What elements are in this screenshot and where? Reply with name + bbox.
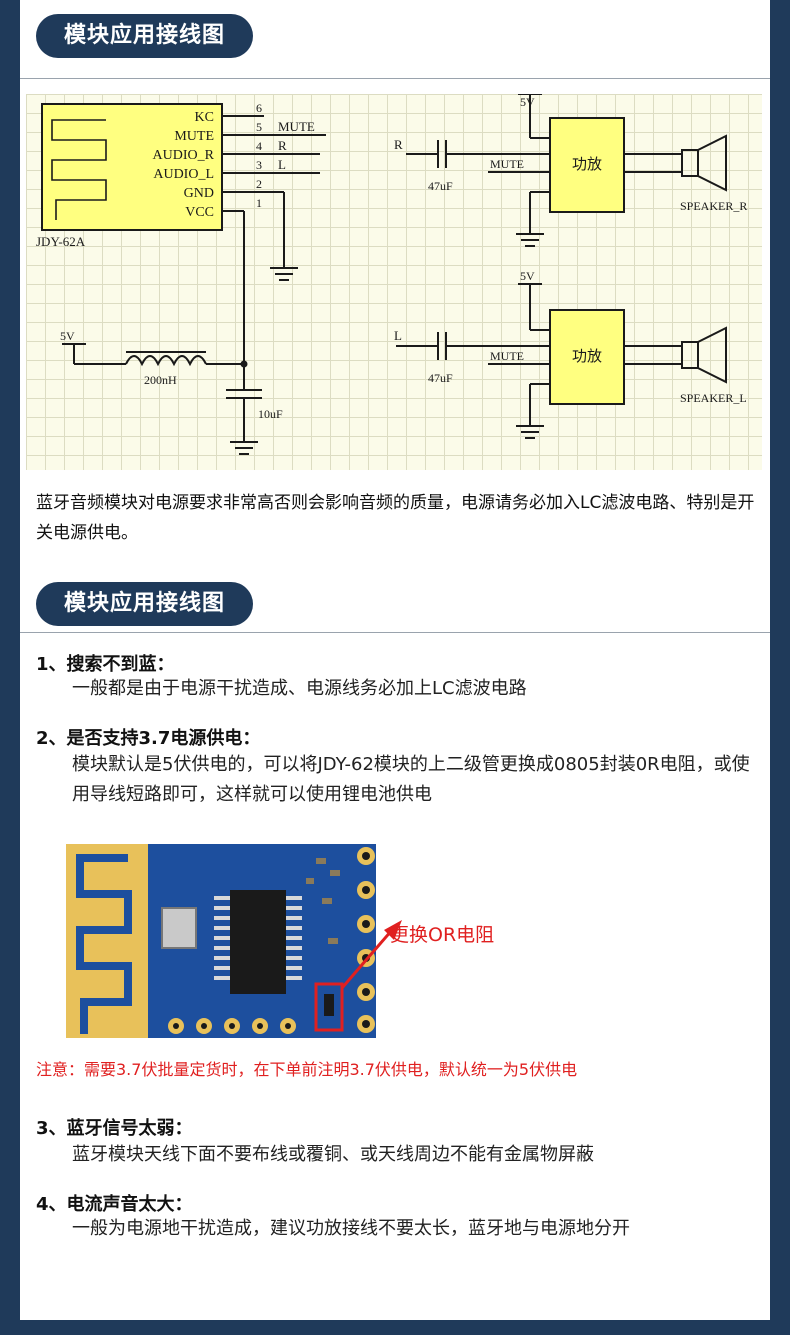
- speaker-r-label: SPEAKER_R: [680, 199, 747, 213]
- inductor-label: 200nH: [144, 373, 177, 387]
- capacitor-label: 10uF: [258, 407, 283, 421]
- pin-label: GND: [184, 186, 214, 201]
- supply-label: 5V: [60, 329, 75, 343]
- pin-number: 6: [256, 101, 262, 115]
- divider: [20, 632, 770, 633]
- description-text: 蓝牙音频模块对电源要求非常高否则会影响音频的质量，电源请务必加入LC滤波电路、特…: [36, 493, 755, 543]
- amp-l-input: L: [394, 328, 402, 343]
- faq-title-3: 3、蓝牙信号太弱：: [36, 1118, 193, 1139]
- pcb-illustration: [66, 844, 402, 1038]
- amp-r-mute: MUTE: [490, 157, 524, 171]
- page: 模块应用接线图: [20, 0, 770, 1320]
- module-name: JDY-62A: [36, 234, 86, 249]
- faq-body-1: 一般都是由于电源干扰造成、电源线务必加上LC滤波电路: [72, 678, 527, 699]
- faq-title-1: 1、搜索不到蓝：: [36, 654, 175, 675]
- pin-number: 2: [256, 177, 262, 191]
- amp-l-mute: MUTE: [490, 349, 524, 363]
- pin-label: VCC: [185, 205, 214, 220]
- section-title-1: 模块应用接线图: [36, 14, 254, 58]
- callout-label: 更换OR电阻: [390, 924, 495, 946]
- amp-l-box: 功放: [572, 347, 602, 365]
- pin-number: 3: [256, 158, 262, 172]
- faq-body-2: 模块默认是5伏供电的，可以将JDY-62模块的上二级管更换成0805封装0R电阻…: [72, 754, 750, 805]
- section-title-2: 模块应用接线图: [36, 582, 254, 626]
- pin-number: 4: [256, 139, 262, 153]
- pin-label: MUTE: [174, 129, 214, 144]
- signal-label: L: [278, 157, 286, 172]
- faq-title-2: 2、是否支持3.7电源供电：: [36, 728, 261, 749]
- faq-body-4: 一般为电源地干扰造成，建议功放接线不要太长，蓝牙地与电源地分开: [72, 1218, 630, 1239]
- signal-label: R: [278, 138, 287, 153]
- pcb-photo: [66, 838, 626, 1048]
- amp-r-box: 功放: [572, 155, 602, 173]
- pin-label: AUDIO_R: [153, 148, 215, 163]
- amp-r-supply: 5V: [520, 95, 535, 109]
- warning-note: 注意：需要3.7伏批量定货时，在下单前注明3.7伏供电，默认统一为5伏供电: [36, 1060, 578, 1079]
- wiring-schematic: KC MUTE AUDIO_R AUDIO_L GND VCC 6 5 4 3 …: [26, 94, 762, 470]
- amp-l-cap: 47uF: [428, 371, 453, 385]
- schematic-svg: KC MUTE AUDIO_R AUDIO_L GND VCC 6 5 4 3 …: [36, 94, 747, 455]
- pin-label: KC: [195, 110, 214, 125]
- faq-body-3: 蓝牙模块天线下面不要布线或覆铜、或天线周边不能有金属物屏蔽: [72, 1144, 594, 1165]
- amp-r-cap: 47uF: [428, 179, 453, 193]
- signal-label: MUTE: [278, 119, 315, 134]
- divider: [20, 78, 770, 79]
- faq-title-4: 4、电流声音太大：: [36, 1194, 193, 1215]
- pin-number: 1: [256, 196, 262, 210]
- pin-label: AUDIO_L: [153, 167, 214, 182]
- pin-number: 5: [256, 120, 262, 134]
- speaker-l-label: SPEAKER_L: [680, 391, 747, 405]
- amp-l-supply: 5V: [520, 269, 535, 283]
- amp-r-input: R: [394, 137, 403, 152]
